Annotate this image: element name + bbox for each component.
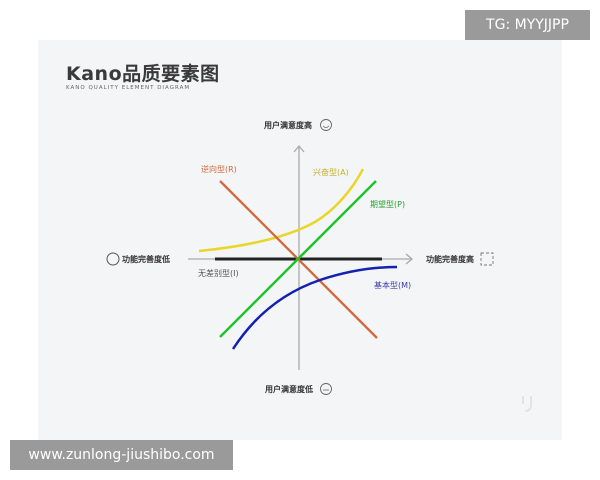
watermark-top: TG: MYYJJPP [465,10,590,40]
x-high-label: 功能完善度高 [426,254,474,264]
smile-icon [320,119,332,131]
curve-performance [219,180,377,338]
curve-attractive [198,168,365,253]
diagram-title: Kano品质要素图 [66,63,220,85]
diagram-card [38,40,562,440]
label-reverse: 逆向型(R) [201,164,237,174]
y-high-label: 用户满意度高 [263,120,312,130]
diagram-subtitle: KANO QUALITY ELEMENT DIAGRAM [66,85,191,91]
watermark-bottom: www.zunlong-jiushibo.com [10,440,233,470]
curve-must-be [231,265,398,350]
sad-face-icon [320,383,332,395]
x-low-label: 功能完善度低 [122,254,170,264]
full-frame-icon [480,252,494,266]
empty-circle-icon [106,252,120,266]
label-indifferent: 无差别型(I) [198,268,239,278]
label-attractive: 兴奋型(A) [313,167,349,177]
label-performance: 期望型(P) [370,199,405,209]
y-low-label: 用户满意度低 [264,384,313,394]
label-must-be: 基本型(M) [374,280,411,290]
x-axis-arrow [405,253,414,265]
y-axis-arrow [293,144,305,153]
jx-design-logo [522,396,532,412]
